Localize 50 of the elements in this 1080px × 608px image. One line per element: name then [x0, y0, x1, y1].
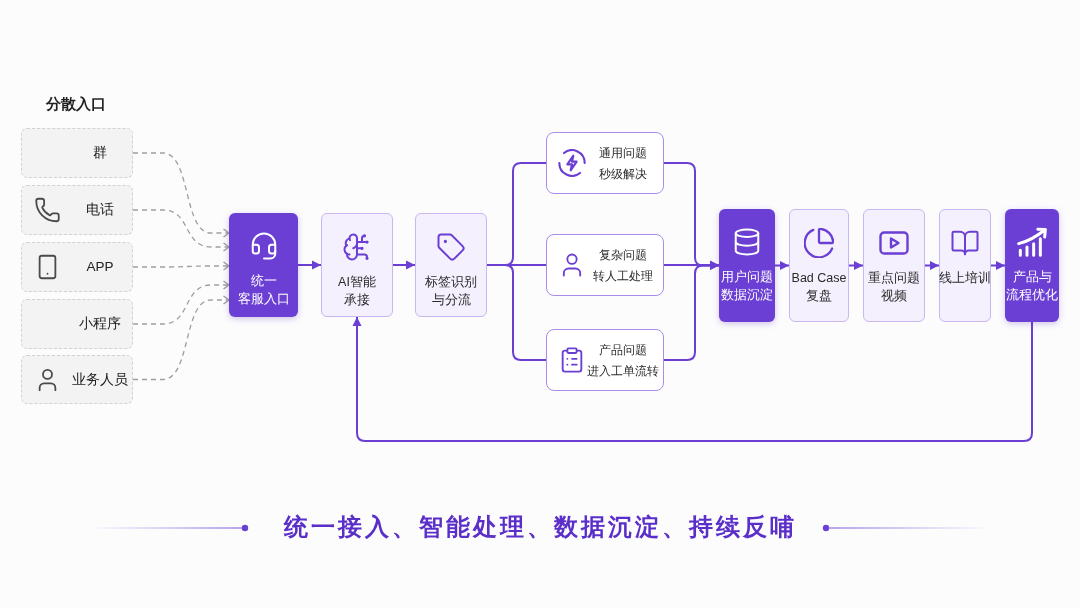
- arrow: [924, 261, 940, 270]
- arrow: [297, 260, 322, 270]
- branch-description: 进入工单流转: [587, 362, 659, 379]
- channel-label: 群: [93, 144, 107, 162]
- arrow: [663, 261, 720, 361]
- dashed-arrow: [132, 295, 230, 381]
- arrow: [774, 261, 790, 270]
- step-label: 用户问题数据沉淀: [721, 269, 773, 304]
- key-step-box: [229, 213, 298, 317]
- channel-card: [21, 185, 133, 235]
- step-label: Bad Case复盘: [791, 270, 847, 305]
- process-box: [939, 209, 991, 322]
- branch-heading: 产品问题: [599, 341, 647, 358]
- process-box: [415, 213, 487, 317]
- step-label: 重点问题视频: [868, 270, 920, 305]
- channel-label: 小程序: [79, 315, 121, 333]
- branch-box: [546, 234, 664, 296]
- dashed-arrow: [132, 209, 230, 252]
- channel-label: 业务人员: [72, 370, 128, 389]
- step-label: 线上培训: [939, 270, 991, 287]
- branch-description: 转人工处理: [593, 267, 653, 284]
- arrow: [392, 260, 416, 270]
- step-label: AI智能承接: [338, 274, 376, 309]
- channel-card: [21, 355, 133, 404]
- section-heading: 分散入口: [46, 94, 106, 114]
- branch-heading: 通用问题: [599, 144, 647, 161]
- process-box: [789, 209, 849, 322]
- dashed-arrow: [132, 261, 230, 271]
- branch-heading: 复杂问题: [599, 246, 647, 263]
- channel-label: 电话: [86, 201, 114, 219]
- process-box: [863, 209, 925, 322]
- step-label: 产品与流程优化: [1006, 269, 1058, 304]
- caption-text: 统一接入、智能处理、数据沉淀、持续反哺: [283, 512, 797, 542]
- step-label: 标签识别与分流: [425, 274, 477, 309]
- channel-card: [21, 242, 133, 292]
- branch-description: 秒级解决: [599, 165, 647, 182]
- branch-box: [546, 329, 664, 391]
- channel-card: [21, 128, 133, 178]
- key-step-box: [1005, 209, 1059, 322]
- step-label: 统一客服入口: [237, 273, 290, 308]
- channel-label: APP: [86, 258, 114, 276]
- key-step-box: [719, 209, 775, 322]
- dashed-arrow: [132, 152, 230, 238]
- process-box: [321, 213, 393, 317]
- arrow: [848, 261, 864, 270]
- dashed-arrow: [132, 280, 230, 325]
- channel-card: [21, 299, 133, 349]
- branch-box: [546, 132, 664, 194]
- arrow: [990, 261, 1006, 270]
- arrow: [352, 316, 1033, 442]
